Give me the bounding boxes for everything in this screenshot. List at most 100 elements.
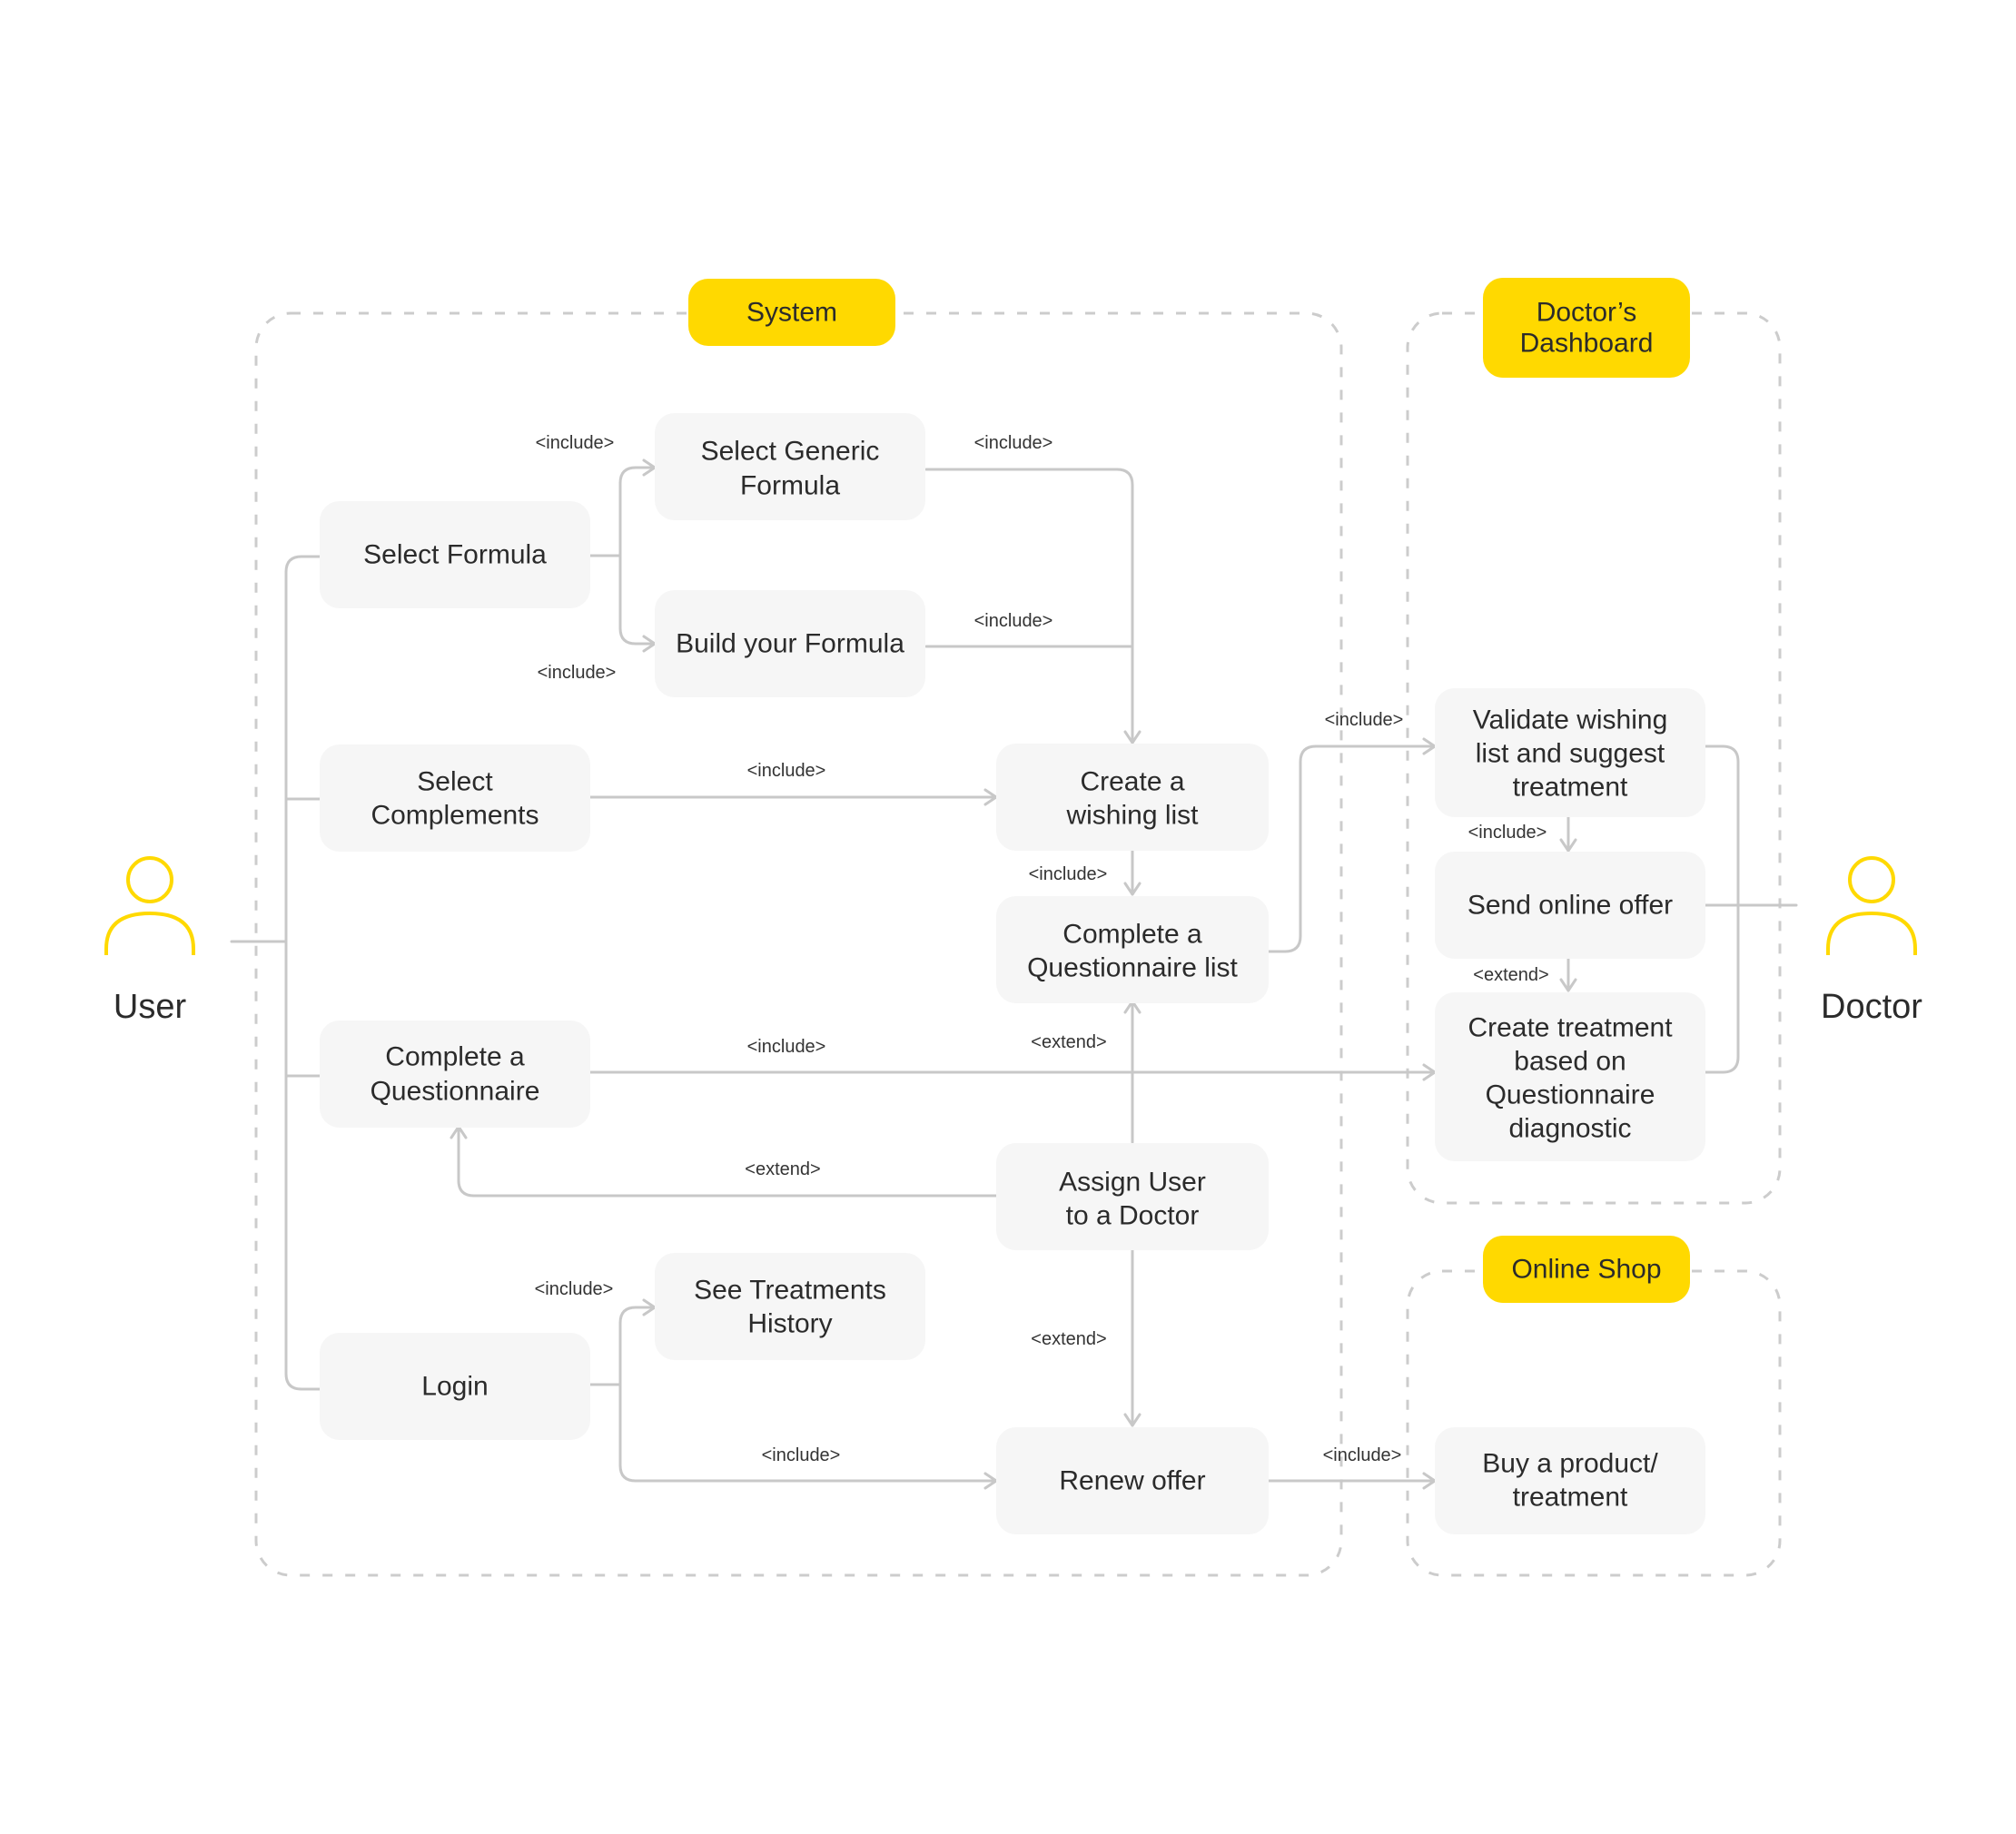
use-case-label-2: Questionnaire xyxy=(371,1077,540,1107)
box xyxy=(320,1333,590,1440)
connector-generic-to-wishing xyxy=(924,468,1141,744)
actor-doctor-label: Doctor xyxy=(1821,988,1922,1026)
doctor-trunk-line xyxy=(1703,744,1798,1074)
box xyxy=(655,1253,925,1360)
use-case-select-formula[interactable]: Select Formula xyxy=(320,501,590,608)
label-include-renew-buy: <include> xyxy=(1323,1445,1402,1465)
use-case-validate-wishing-list[interactable]: Validate wishing list and suggest treatm… xyxy=(1435,688,1705,817)
label-extend-assign-renew: <extend> xyxy=(1031,1329,1106,1349)
use-case-label: Login xyxy=(421,1372,488,1402)
label-extend-send-create: <extend> xyxy=(1473,965,1548,985)
connector-login-to-renew xyxy=(618,1383,998,1490)
user-trunk-line xyxy=(230,555,321,1391)
box xyxy=(996,744,1269,851)
actor-doctor[interactable]: Doctor xyxy=(1821,856,1922,1026)
use-case-label-3: Questionnaire xyxy=(1486,1080,1655,1110)
online-shop-label: Online Shop xyxy=(1511,1255,1661,1285)
use-case-label-2: list and suggest xyxy=(1476,739,1665,769)
label-include-generic-wishing: <include> xyxy=(974,433,1053,453)
group-label-online-shop: Online Shop xyxy=(1483,1236,1690,1303)
use-case-label-1: Complete a xyxy=(1062,920,1202,950)
system-label: System xyxy=(746,298,837,328)
use-case-label-3: treatment xyxy=(1513,773,1628,803)
use-case-select-generic-formula[interactable]: Select Generic Formula xyxy=(655,413,925,520)
dashboard-label-line-1: Doctor’s xyxy=(1537,298,1637,328)
box xyxy=(1435,852,1705,959)
use-case-label-2: Questionnaire list xyxy=(1027,953,1238,983)
use-case-label-2: treatment xyxy=(1513,1483,1628,1513)
use-case-label-1: See Treatments xyxy=(694,1276,886,1306)
actor-user[interactable]: User xyxy=(104,856,195,1026)
label-extend-assign-questionnaire: <extend> xyxy=(745,1159,820,1179)
use-case-send-online-offer[interactable]: Send online offer xyxy=(1435,852,1705,959)
use-case-label-1: Complete a xyxy=(385,1042,525,1072)
label-include-complements-wishing: <include> xyxy=(747,761,826,781)
online-shop-boundary xyxy=(1406,1269,1782,1577)
box xyxy=(1435,688,1705,817)
use-case-label: Renew offer xyxy=(1059,1466,1205,1496)
use-case-select-complements[interactable]: Select Complements xyxy=(320,744,590,852)
use-case-buy-product[interactable]: Buy a product/ treatment xyxy=(1435,1427,1705,1534)
box xyxy=(1435,1427,1705,1534)
doctor-icon xyxy=(1826,856,1917,955)
box xyxy=(320,744,590,852)
use-case-label-1: Create treatment xyxy=(1468,1013,1673,1043)
use-case-login[interactable]: Login xyxy=(320,1333,590,1440)
label-include-build-wishing: <include> xyxy=(974,611,1053,631)
box xyxy=(320,501,590,608)
box xyxy=(655,413,925,520)
label-include-questionnaire-list-validate: <include> xyxy=(1325,710,1404,730)
relation-labels: <include> <include> <include> <include> … xyxy=(535,433,1549,1465)
use-case-complete-questionnaire-list[interactable]: Complete a Questionnaire list xyxy=(996,896,1269,1003)
actor-user-label: User xyxy=(114,988,187,1026)
use-case-label-2: to a Doctor xyxy=(1066,1201,1200,1231)
dashboard-label-line-2: Dashboard xyxy=(1520,329,1654,359)
label-extend-assign-questionnaire-list: <extend> xyxy=(1031,1032,1106,1052)
use-cases: Select Formula Select Generic Formula Bu… xyxy=(320,413,1705,1534)
label-include-validate-send: <include> xyxy=(1468,823,1547,843)
box xyxy=(320,1021,590,1128)
use-case-label-2: Formula xyxy=(740,471,840,501)
use-case-complete-questionnaire[interactable]: Complete a Questionnaire xyxy=(320,1021,590,1128)
use-case-label-1: Create a xyxy=(1080,767,1184,797)
user-icon xyxy=(104,856,195,955)
use-case-label-2: based on xyxy=(1514,1047,1626,1077)
doctors-dashboard-boundary xyxy=(1406,311,1782,1205)
label-include-formula-generic: <include> xyxy=(536,433,615,453)
label-include-wishing-questionnaire-list: <include> xyxy=(1029,864,1108,884)
use-case-create-treatment[interactable]: Create treatment based on Questionnaire … xyxy=(1435,992,1705,1161)
online-shop-label-pill xyxy=(1483,1236,1690,1303)
box xyxy=(996,1427,1269,1534)
connector-formula-to-generic xyxy=(588,458,657,557)
use-case-label-1: Select xyxy=(417,767,493,797)
use-case-see-treatments-history[interactable]: See Treatments History xyxy=(655,1253,925,1360)
use-case-label-4: diagnostic xyxy=(1508,1114,1631,1144)
box xyxy=(655,590,925,697)
box xyxy=(996,1143,1269,1250)
use-case-label-2: Complements xyxy=(371,801,539,831)
use-case-label: Build your Formula xyxy=(676,629,904,659)
connectors xyxy=(230,458,1798,1490)
use-case-label-1: Assign User xyxy=(1059,1168,1206,1198)
box xyxy=(1435,992,1705,1161)
use-case-create-wishing-list[interactable]: Create a wishing list xyxy=(996,744,1269,851)
use-case-label-1: Validate wishing xyxy=(1473,705,1668,735)
label-include-login-history: <include> xyxy=(535,1279,614,1299)
label-include-formula-build: <include> xyxy=(538,663,617,683)
use-case-assign-user-doctor[interactable]: Assign User to a Doctor xyxy=(996,1143,1269,1250)
group-label-system: System xyxy=(688,279,895,346)
connector-assign-to-complete-questionnaire xyxy=(450,1125,998,1198)
use-case-label: Send online offer xyxy=(1468,891,1673,921)
label-include-login-renew: <include> xyxy=(762,1445,841,1465)
dashboard-label-pill xyxy=(1483,278,1690,378)
use-case-renew-offer[interactable]: Renew offer xyxy=(996,1427,1269,1534)
use-case-build-formula[interactable]: Build your Formula xyxy=(655,590,925,697)
use-case-label-1: Buy a product/ xyxy=(1482,1449,1658,1479)
connector-formula-to-build xyxy=(618,554,657,653)
system-label-pill xyxy=(688,279,895,346)
use-case-label: Select Formula xyxy=(363,540,547,570)
use-case-label-2: History xyxy=(747,1309,832,1339)
use-case-label-2: wishing list xyxy=(1065,801,1199,831)
connector-login-to-history xyxy=(588,1298,657,1386)
